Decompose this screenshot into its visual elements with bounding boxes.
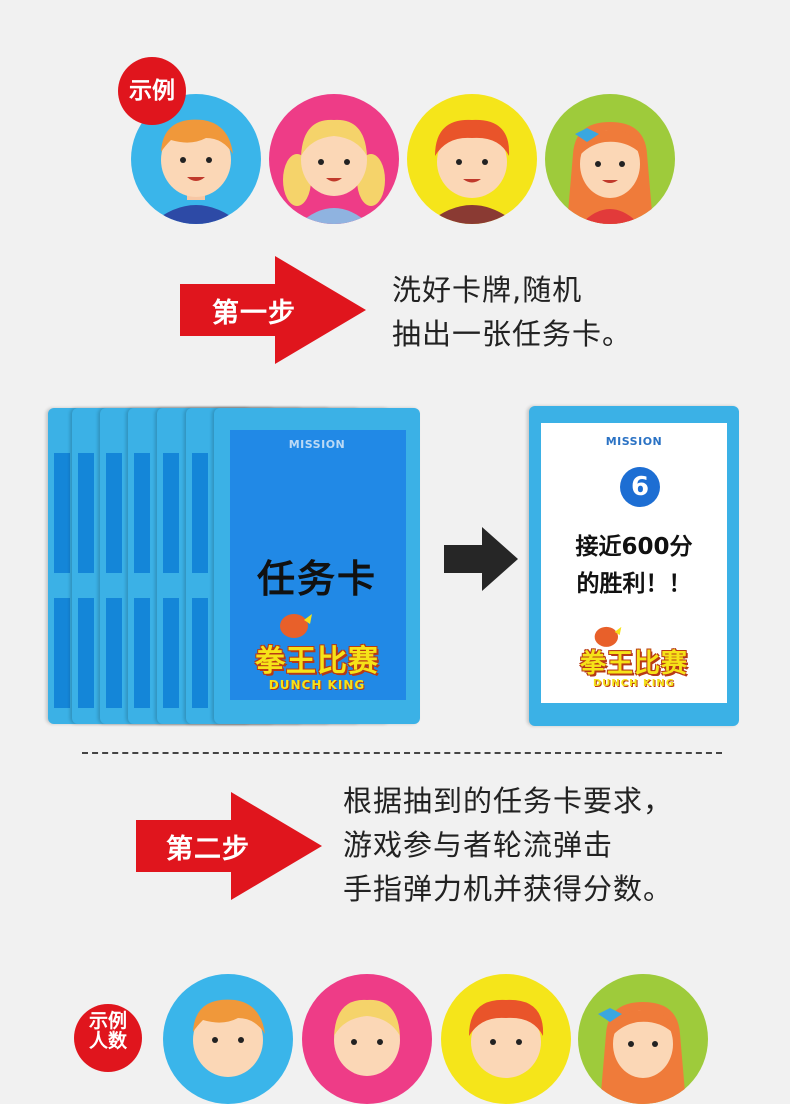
- step2-label: 第二步: [166, 833, 250, 865]
- example-badge: 示例: [118, 57, 186, 125]
- dashed-divider: [82, 752, 722, 754]
- avatar-girl-bottom: [302, 974, 432, 1104]
- red-hair-boy-avatar-icon: [407, 94, 537, 224]
- avatar-bowgirl-bottom: [578, 974, 708, 1104]
- red-hair-boy-avatar-icon: [441, 974, 571, 1104]
- boy-avatar-icon: [131, 94, 261, 224]
- mission-line: 接近600分: [575, 534, 693, 560]
- card-mission-label: MISSION: [288, 438, 346, 451]
- card-title: 任务卡: [256, 557, 377, 601]
- step1-label: 第一步: [212, 297, 296, 329]
- mission-card-result: MISSION 6 接近600分 的胜利！！ 拳王比赛 DUNCH KING: [529, 406, 739, 726]
- boxing-glove-icon: [594, 626, 622, 647]
- mission-card-front: MISSION 任务卡 拳王比赛 DUNCH KING: [214, 408, 420, 724]
- girl-pigtails-avatar-icon: [269, 94, 399, 224]
- girl-pigtails-avatar-icon: [302, 974, 432, 1104]
- result-logo-cn: 拳王比赛: [579, 649, 688, 679]
- step2-arrow: 第二步: [136, 792, 322, 900]
- avatar-girl-top: [269, 94, 399, 224]
- black-arrow-icon: [444, 527, 518, 591]
- example-badge-label: 示例: [129, 77, 175, 104]
- card-inner-panel: [230, 430, 406, 700]
- step2-line: 根据抽到的任务卡要求，: [343, 784, 674, 818]
- boy-avatar-icon: [163, 974, 293, 1104]
- avatar-boy-bottom: [163, 974, 293, 1104]
- example-count-line: 人数: [88, 1029, 127, 1052]
- card-logo: 拳王比赛 DUNCH KING: [214, 614, 420, 692]
- avatar-boy-top: [131, 94, 261, 224]
- result-logo: 拳王比赛 DUNCH KING: [541, 626, 727, 689]
- mission-line: 的胜利！！: [576, 571, 692, 597]
- step1-line: 洗好卡牌,随机: [392, 273, 583, 307]
- avatar-bowgirl-top: [545, 94, 675, 224]
- step2-text: 根据抽到的任务卡要求， 游戏参与者轮流弹击 手指弹力机并获得分数。: [343, 779, 673, 911]
- avatar-redhair-top: [407, 94, 537, 224]
- mission-description: 接近600分 的胜利！！: [541, 529, 727, 603]
- boxing-glove-icon: [280, 614, 312, 638]
- step2-line: 游戏参与者轮流弹击: [343, 828, 614, 862]
- step2-line: 手指弹力机并获得分数。: [343, 872, 674, 906]
- red-arrow-icon: [136, 792, 322, 900]
- mission-number-badge: 6: [620, 467, 660, 507]
- example-count-badge: 示例 人数: [74, 1004, 142, 1072]
- result-mission-label: MISSION: [605, 435, 663, 448]
- example-count-line: 示例: [88, 1010, 127, 1032]
- step1-text: 洗好卡牌,随机 抽出一张任务卡。: [392, 268, 632, 356]
- result-logo-en: DUNCH KING: [592, 678, 676, 689]
- step1-line: 抽出一张任务卡。: [392, 317, 633, 351]
- bow-girl-avatar-icon: [545, 94, 675, 224]
- card-logo-cn: 拳王比赛: [255, 644, 379, 679]
- red-arrow-icon: [180, 256, 366, 364]
- card-logo-en: DUNCH KING: [268, 678, 366, 692]
- bow-girl-avatar-icon: [578, 974, 708, 1104]
- step1-arrow: 第一步: [180, 256, 366, 364]
- avatar-redhair-bottom: [441, 974, 571, 1104]
